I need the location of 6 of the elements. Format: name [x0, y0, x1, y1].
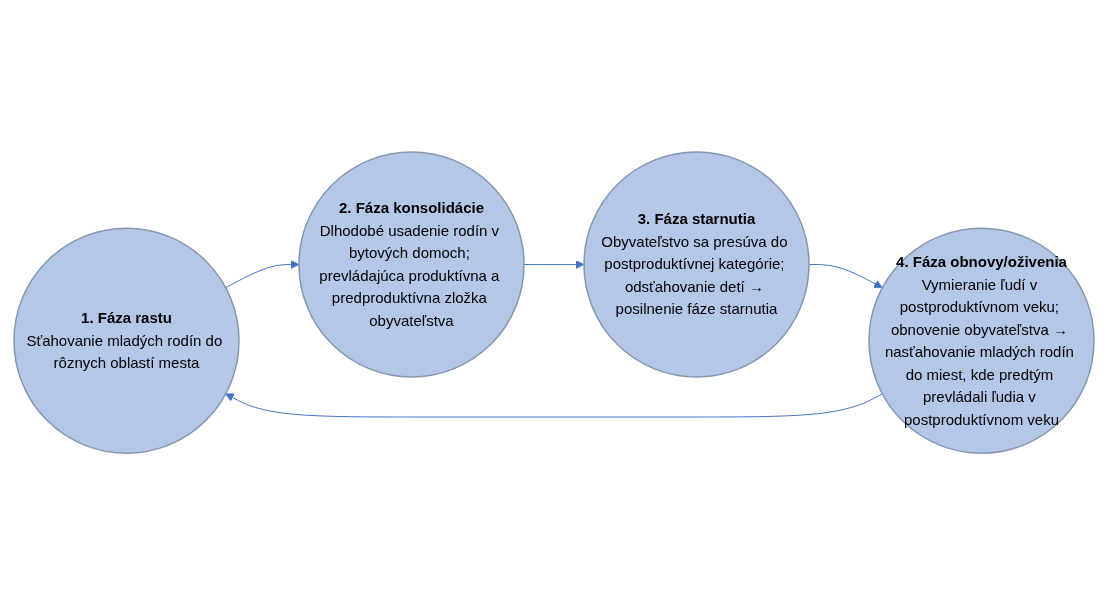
arrow: [225, 393, 883, 418]
node-circle: 3. Fáza starnutia Obyvateľstvo sa presúva do postproduktívnej kategórie; odsťahovanie detí → posilnenie fáze starnutia: [583, 151, 810, 378]
arrow: [225, 260, 300, 289]
node-circle: 1. Fáza rastu Sťahovanie mladých rodín do rôznych oblastí mesta: [13, 227, 240, 454]
node-circle: 4. Fáza obnovy/oživenia Vymieranie ľudí v postproduktívnom veku; obnovenie obyvateľstva → nasťahovanie mladých rodín do miest, kde predtým prevládali ľudia v postproduktívnom veku: [868, 227, 1095, 454]
node-circle: 2. Fáza konsolidácie Dlhodobé usadenie rodín v bytových domoch; prevládajúca produktívna a predproduktívna zložka obyvateľstva: [298, 151, 525, 378]
